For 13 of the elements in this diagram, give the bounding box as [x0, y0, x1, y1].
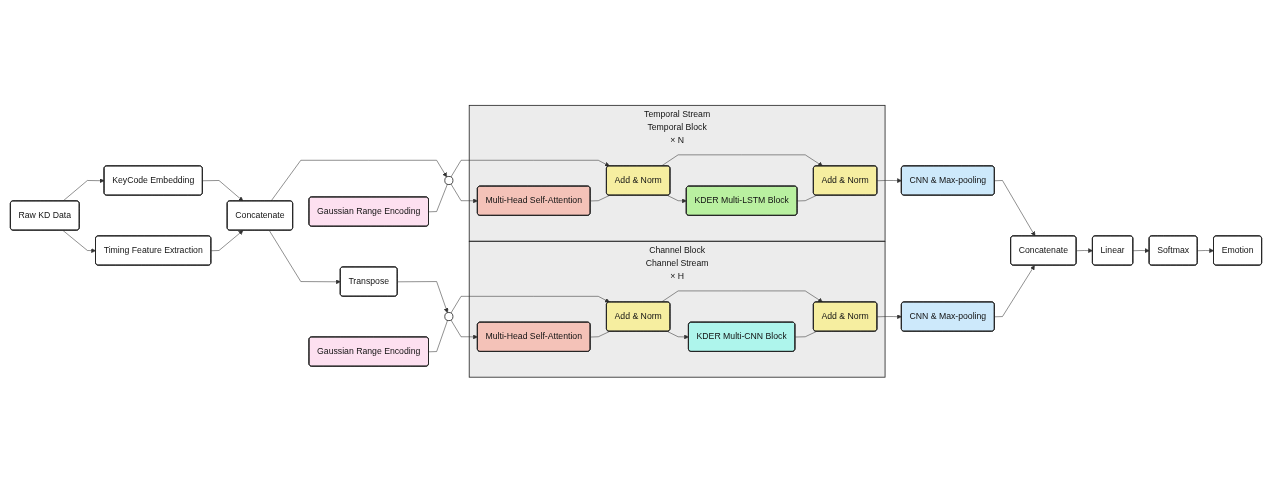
cluster: [468, 240, 886, 378]
connector: [797, 194, 817, 201]
connector: [428, 319, 448, 352]
connector: [590, 330, 610, 338]
connector: [428, 183, 448, 212]
node-label: × N: [670, 134, 684, 145]
node-circle: [444, 311, 454, 321]
node-circle: [444, 175, 454, 185]
flowchart-diagram: Temporal Stream Temporal Block × N Channel Block Channel Stream × H KeyCode Embedding Add & Norm Add & Norm CNN & Max-pooling Multi-Head Self-Attention KDER Multi-LSTM Block Raw KD Data Concatenate Gaussian Range Encoding Timing Feature Extraction Concatenate Linear Softmax Emotion Transpose Add & Norm Add & Norm CNN & Max-pooling Multi-Head Self-Attention KDER Multi-CNN Block Gaussian Range Encoding: [6, 100, 1266, 382]
connector: [590, 194, 610, 201]
cluster: [468, 104, 886, 242]
node-label: × H: [670, 270, 685, 281]
connector: [794, 330, 817, 338]
